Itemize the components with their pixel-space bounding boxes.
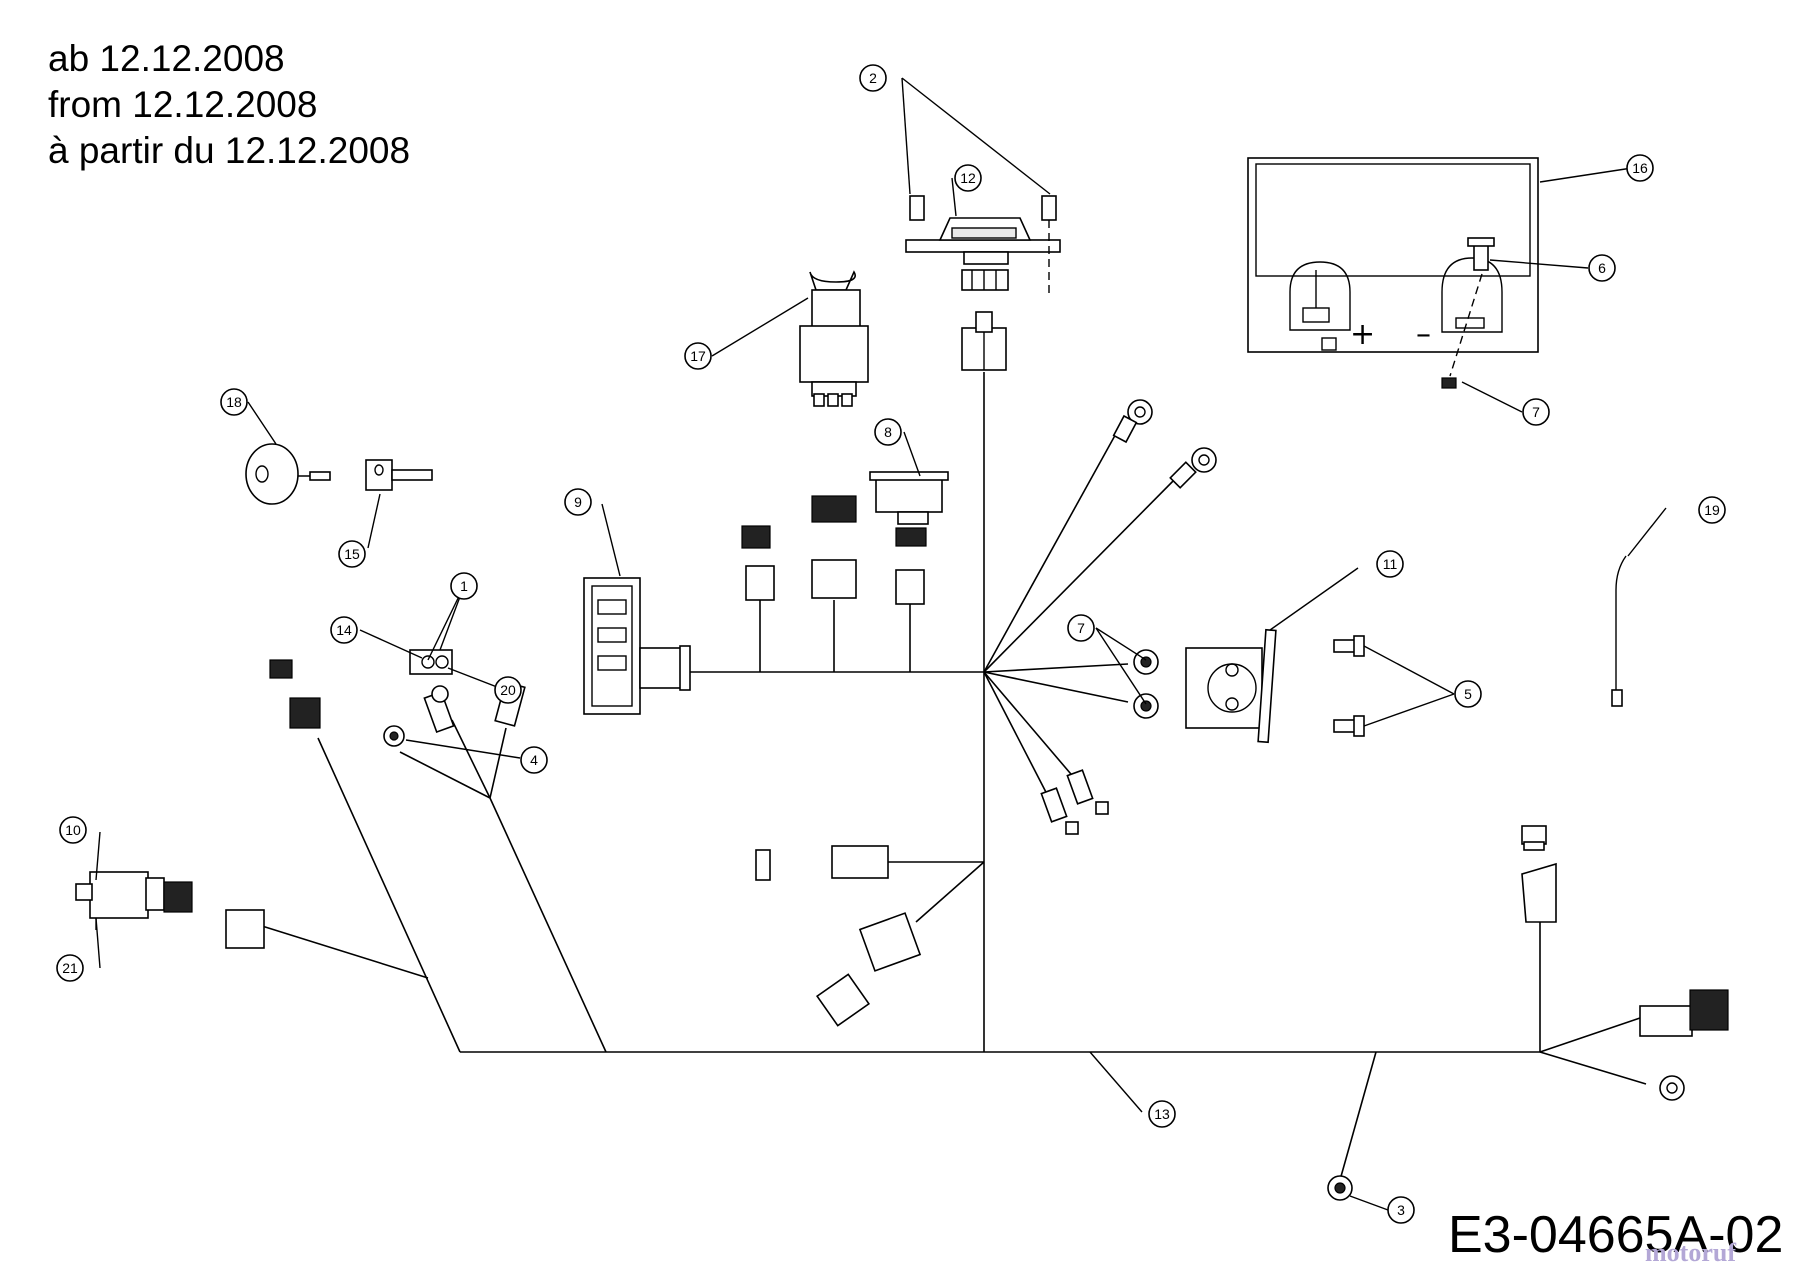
leader-lines bbox=[95, 77, 1667, 1211]
callout-14: 14 bbox=[330, 616, 358, 644]
main-harness bbox=[261, 372, 1647, 1181]
callout-17: 17 bbox=[684, 342, 712, 370]
svg-text:6: 6 bbox=[1598, 260, 1606, 276]
callout-1: 1 bbox=[450, 572, 478, 600]
ring-terminals-upper bbox=[1112, 399, 1217, 489]
svg-text:16: 16 bbox=[1632, 160, 1648, 176]
svg-text:7: 7 bbox=[1532, 404, 1540, 420]
battery: + – bbox=[1247, 157, 1539, 389]
callout-9: 9 bbox=[564, 488, 592, 516]
battery-plus-sign: + bbox=[1350, 317, 1375, 352]
callout-16: 16 bbox=[1626, 154, 1654, 182]
instrument-cluster bbox=[583, 577, 691, 715]
date-line-french: à partir du 12.12.2008 bbox=[48, 130, 411, 171]
callout-15: 15 bbox=[338, 540, 366, 568]
document-number: E3-04665A-02 bbox=[1448, 1206, 1784, 1264]
solenoid bbox=[1133, 628, 1277, 744]
cable-clips bbox=[1333, 635, 1365, 737]
svg-text:17: 17 bbox=[690, 348, 706, 364]
svg-text:4: 4 bbox=[530, 752, 538, 768]
sensor-cable bbox=[1611, 555, 1627, 707]
svg-text:9: 9 bbox=[574, 494, 582, 510]
right-connectors bbox=[1327, 825, 1729, 1201]
svg-text:8: 8 bbox=[884, 424, 892, 440]
center-relays bbox=[755, 845, 922, 1027]
callout-8: 8 bbox=[874, 418, 902, 446]
callout-10: 10 bbox=[59, 816, 87, 844]
svg-text:14: 14 bbox=[336, 622, 352, 638]
svg-text:5: 5 bbox=[1464, 686, 1472, 702]
svg-text:13: 13 bbox=[1154, 1106, 1170, 1122]
ignition-switch bbox=[245, 443, 331, 505]
brake-switch bbox=[75, 871, 193, 930]
spade-connectors bbox=[1040, 769, 1109, 835]
callout-11: 11 bbox=[1376, 550, 1404, 578]
svg-text:19: 19 bbox=[1704, 502, 1720, 518]
svg-text:1: 1 bbox=[460, 578, 468, 594]
callout-7-battery: 7 bbox=[1522, 398, 1550, 426]
svg-text:2: 2 bbox=[869, 70, 877, 86]
svg-text:20: 20 bbox=[500, 682, 516, 698]
date-line-english: from 12.12.2008 bbox=[48, 84, 318, 125]
date-line-german: ab 12.12.2008 bbox=[48, 38, 285, 79]
svg-text:11: 11 bbox=[1383, 556, 1398, 572]
callout-12: 12 bbox=[954, 164, 982, 192]
svg-text:18: 18 bbox=[226, 394, 242, 410]
hour-meter-module bbox=[905, 195, 1061, 371]
svg-text:12: 12 bbox=[960, 170, 976, 186]
callout-18: 18 bbox=[220, 388, 248, 416]
battery-minus-sign: – bbox=[1416, 317, 1431, 352]
svg-text:21: 21 bbox=[62, 960, 78, 976]
callout-20: 20 bbox=[494, 676, 522, 704]
callout-6: 6 bbox=[1588, 254, 1616, 282]
svg-text:7: 7 bbox=[1077, 620, 1085, 636]
callout-4: 4 bbox=[520, 746, 548, 774]
pto-switch bbox=[799, 270, 869, 407]
svg-text:10: 10 bbox=[65, 822, 81, 838]
callout-7-solenoid: 7 bbox=[1067, 614, 1095, 642]
svg-text:3: 3 bbox=[1397, 1202, 1405, 1218]
ignition-key bbox=[365, 459, 433, 491]
watermark-logo: motoruf bbox=[1645, 1238, 1736, 1267]
svg-text:15: 15 bbox=[344, 546, 360, 562]
callout-21: 21 bbox=[56, 954, 84, 982]
revision-date-header: ab 12.12.2008 from 12.12.2008 à partir d… bbox=[48, 36, 410, 174]
callout-3: 3 bbox=[1387, 1196, 1415, 1224]
seat-switch-connector bbox=[225, 649, 526, 949]
callout-5: 5 bbox=[1454, 680, 1482, 708]
callout-19: 19 bbox=[1698, 496, 1726, 524]
callout-2: 2 bbox=[859, 64, 887, 92]
light-switch bbox=[741, 471, 949, 605]
callout-13: 13 bbox=[1148, 1100, 1176, 1128]
